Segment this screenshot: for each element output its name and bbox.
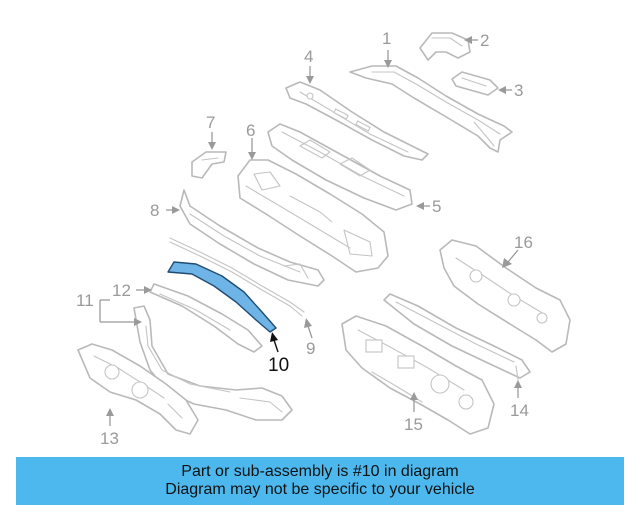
part-5-dash-lower	[237, 159, 389, 273]
part-16-side-panel	[439, 239, 571, 353]
part-10-highlighted	[167, 261, 277, 333]
callout-15: 15	[404, 415, 423, 434]
part-12-strip	[149, 283, 263, 353]
part-9-seal	[169, 237, 305, 317]
part-13-lower-panel	[77, 343, 199, 435]
callout-3: 3	[514, 81, 523, 100]
callout-13: 13	[100, 429, 119, 448]
callout-9: 9	[306, 339, 315, 358]
callout-8: 8	[150, 201, 159, 220]
callout-5: 5	[432, 197, 441, 216]
banner-line-1: Part or sub-assembly is #10 in diagram	[181, 463, 459, 480]
callout-10-highlighted: 10	[268, 355, 289, 376]
callout-12: 12	[112, 281, 131, 300]
callout-1: 1	[382, 29, 391, 48]
part-8-strip	[179, 189, 325, 287]
callout-6: 6	[246, 121, 255, 140]
part-14-strip	[383, 293, 531, 381]
callout-2: 2	[480, 31, 489, 50]
part-6-dash-upper	[267, 123, 413, 211]
callout-labels: 1 2 3 4 5 6 7 8 9 10 11 12 13 14 15 16	[76, 29, 533, 448]
callout-11: 11	[76, 291, 94, 310]
banner-line-2: Diagram may not be specific to your vehi…	[165, 481, 475, 498]
callout-4: 4	[304, 47, 313, 66]
part-1-upper-cowl	[349, 65, 513, 153]
leader-lines	[99, 36, 522, 426]
callout-14: 14	[510, 401, 529, 420]
part-2-bracket	[419, 32, 471, 61]
part-15-dash-panel	[341, 315, 495, 435]
part-4-cowl-top	[285, 81, 429, 161]
part-3-plate	[451, 71, 499, 96]
callout-16: 16	[514, 233, 533, 252]
info-banner: Part or sub-assembly is #10 in diagram D…	[16, 457, 624, 505]
callout-7: 7	[206, 113, 215, 132]
parts-diagram: 1 2 3 4 5 6 7 8 9 10 11 12 13 14 15 16	[76, 29, 571, 448]
part-7-bracket	[191, 151, 227, 179]
